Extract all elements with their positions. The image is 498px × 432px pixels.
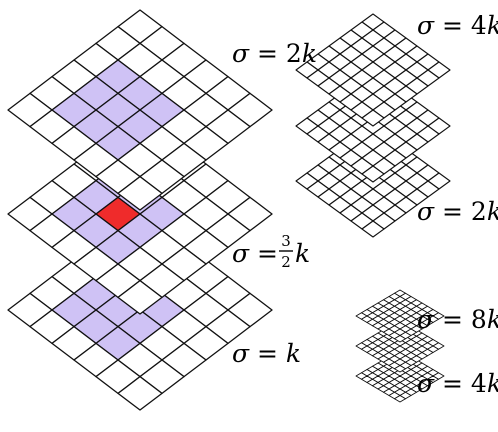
grid-cell [361, 165, 385, 183]
fraction-denominator: 2 [281, 253, 291, 271]
label-sigma-2k-medium: σ = 2k [417, 197, 498, 226]
label-sigma-3-2k: σ = 3 2 k [232, 232, 310, 271]
svg-text:σ =: σ = [232, 239, 278, 268]
large-stack-layer-0 [7, 9, 273, 211]
label-sigma-2k-large: σ = 2k [232, 39, 317, 68]
grid-cell [117, 176, 163, 211]
label-sigma-4k-small: σ = 4k [417, 369, 498, 398]
grid-cell [394, 365, 406, 373]
svg-text:k: k [295, 239, 310, 268]
medium-stack-layer-0 [295, 13, 451, 127]
fraction-numerator: 3 [281, 232, 291, 250]
label-sigma-4k-medium: σ = 4k [417, 11, 498, 40]
grid-cell [117, 280, 163, 315]
scale-space-grids [7, 9, 451, 411]
grid-cell [117, 376, 163, 411]
label-sigma-8k: σ = 8k [417, 305, 498, 334]
grid-cell [361, 109, 385, 127]
small-stack-layer-1 [355, 319, 445, 373]
grid-cell [361, 220, 385, 238]
grid-cell [394, 335, 406, 343]
small-stack-layer-0 [355, 289, 445, 343]
label-sigma-k: σ = k [232, 339, 301, 368]
grid-cell [394, 395, 406, 403]
